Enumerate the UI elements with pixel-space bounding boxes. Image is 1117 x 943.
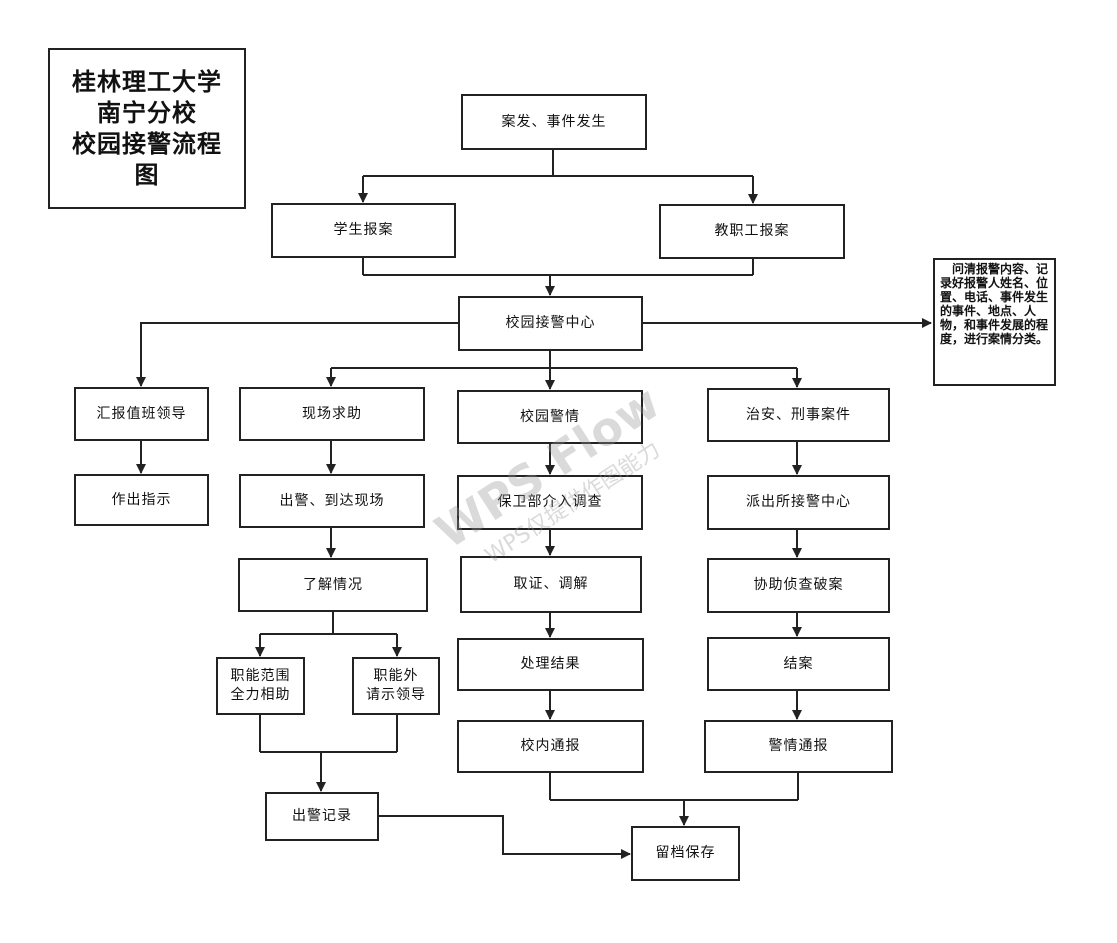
node-security-investigate[interactable]: 保卫部介入调查 [457, 475, 643, 530]
node-evidence[interactable]: 取证、调解 [460, 556, 642, 613]
node-campus-notice[interactable]: 校内通报 [457, 720, 644, 773]
conn-duty-merge [259, 714, 398, 753]
title-line: 桂林理工大学 [72, 67, 222, 96]
arrow-record-to-archive [378, 815, 631, 859]
arrow-to-leader [136, 322, 458, 387]
note-box[interactable]: 问清报警内容、记录好报警人姓名、位置、电话、事件发生的事件、地点、人物，和事件发… [933, 258, 1056, 386]
conn-notice-merge [549, 772, 799, 801]
node-onsite-help[interactable]: 现场求助 [239, 387, 425, 441]
conn-center-split [331, 350, 797, 369]
conn-reports-merge [362, 257, 754, 276]
chart-title: 桂林理工大学南宁分校校园接警流程图 [48, 48, 246, 209]
node-understand[interactable]: 了解情况 [238, 558, 428, 612]
node-give-instruction[interactable]: 作出指示 [74, 474, 209, 526]
node-close-case[interactable]: 结案 [707, 637, 890, 691]
title-line: 校园接警流程 [72, 129, 222, 158]
node-within-duty[interactable]: 职能范围 全力相助 [216, 657, 305, 715]
conn-understand-split [260, 611, 397, 635]
node-police-center[interactable]: 派出所接警中心 [707, 475, 890, 530]
node-outside-duty[interactable]: 职能外 请示领导 [352, 657, 440, 715]
node-dispatch-record[interactable]: 出警记录 [265, 792, 379, 841]
node-alert-notice[interactable]: 警情通报 [704, 720, 893, 773]
node-staff-report[interactable]: 教职工报案 [659, 204, 845, 259]
node-incident[interactable]: 案发、事件发生 [461, 94, 647, 150]
title-line: 图 [134, 160, 160, 189]
node-dispatch[interactable]: 出警、到达现场 [239, 474, 425, 528]
node-archive[interactable]: 留档保存 [631, 826, 740, 881]
conn-incident-split [363, 149, 753, 177]
node-center[interactable]: 校园接警中心 [458, 296, 643, 351]
node-result[interactable]: 处理结果 [457, 638, 644, 691]
node-assist-investigation[interactable]: 协助侦查破案 [707, 558, 890, 613]
node-criminal-case[interactable]: 治安、刑事案件 [707, 388, 890, 442]
title-line: 南宁分校 [97, 98, 197, 127]
node-report-leader[interactable]: 汇报值班领导 [74, 387, 209, 441]
node-campus-alert[interactable]: 校园警情 [457, 390, 643, 444]
node-student-report[interactable]: 学生报案 [271, 203, 456, 258]
